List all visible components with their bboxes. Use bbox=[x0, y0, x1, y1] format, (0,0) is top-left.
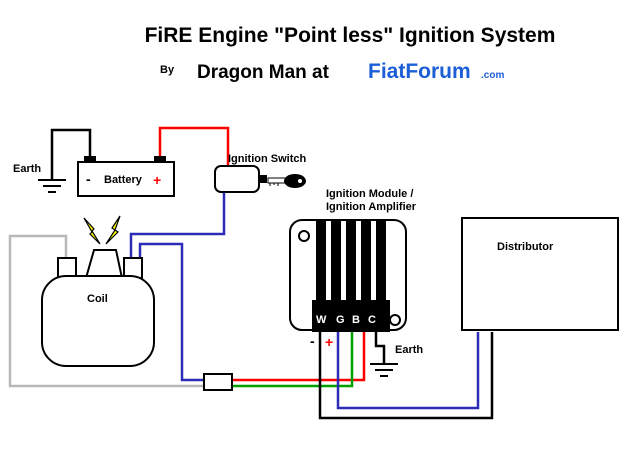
battery: - Battery + bbox=[77, 156, 175, 197]
ignition-switch-label: Ignition Switch bbox=[228, 153, 306, 165]
module-pin-b: B bbox=[352, 314, 360, 326]
site-name: FiatForum bbox=[368, 60, 471, 83]
earth-label-battery: Earth bbox=[13, 163, 41, 175]
wire-green-to-module bbox=[232, 332, 354, 388]
wire-connector bbox=[203, 373, 233, 391]
distributor bbox=[461, 217, 619, 331]
spark-icon bbox=[83, 215, 121, 245]
wire-battery-earth bbox=[50, 128, 92, 180]
battery-label: Battery bbox=[104, 174, 143, 186]
earth-symbol-module bbox=[370, 363, 398, 377]
coil-label: Coil bbox=[87, 293, 108, 305]
module-label-line2: Ignition Amplifier bbox=[326, 201, 417, 213]
coil: Coil bbox=[41, 249, 155, 367]
wire-module-to-distributor-black bbox=[318, 332, 494, 420]
site-tld: .com bbox=[481, 70, 504, 81]
module-pin-g: G bbox=[336, 314, 345, 326]
distributor-label: Distributor bbox=[497, 241, 554, 253]
earth-symbol-battery bbox=[38, 179, 66, 193]
wire-module-to-distributor-blue bbox=[336, 332, 480, 410]
battery-minus-sign: - bbox=[86, 171, 91, 187]
module-pin-w: W bbox=[316, 314, 327, 326]
ignition-module: W G B C bbox=[289, 219, 407, 332]
byline-prefix: By bbox=[160, 64, 175, 76]
battery-plus-sign: + bbox=[153, 172, 161, 188]
wire-coil-white bbox=[8, 234, 204, 388]
diagram-title: FiRE Engine "Point less" Ignition System bbox=[145, 24, 556, 47]
module-plus-sign: + bbox=[325, 334, 333, 350]
module-pin-c: C bbox=[368, 314, 376, 326]
earth-label-module: Earth bbox=[395, 344, 423, 356]
wire-switch-to-coil bbox=[129, 192, 226, 262]
module-label-line1: Ignition Module / bbox=[326, 188, 413, 200]
ignition-switch bbox=[214, 165, 267, 193]
wire-red-to-module bbox=[232, 332, 366, 382]
byline-author: Dragon Man at bbox=[197, 62, 330, 83]
module-minus-sign: - bbox=[310, 333, 315, 349]
wire-module-earth bbox=[374, 332, 386, 364]
module-heatsink bbox=[312, 220, 390, 332]
wire-battery-to-switch bbox=[158, 126, 230, 168]
key-icon bbox=[267, 174, 306, 188]
wire-coil-to-connector bbox=[138, 242, 204, 382]
